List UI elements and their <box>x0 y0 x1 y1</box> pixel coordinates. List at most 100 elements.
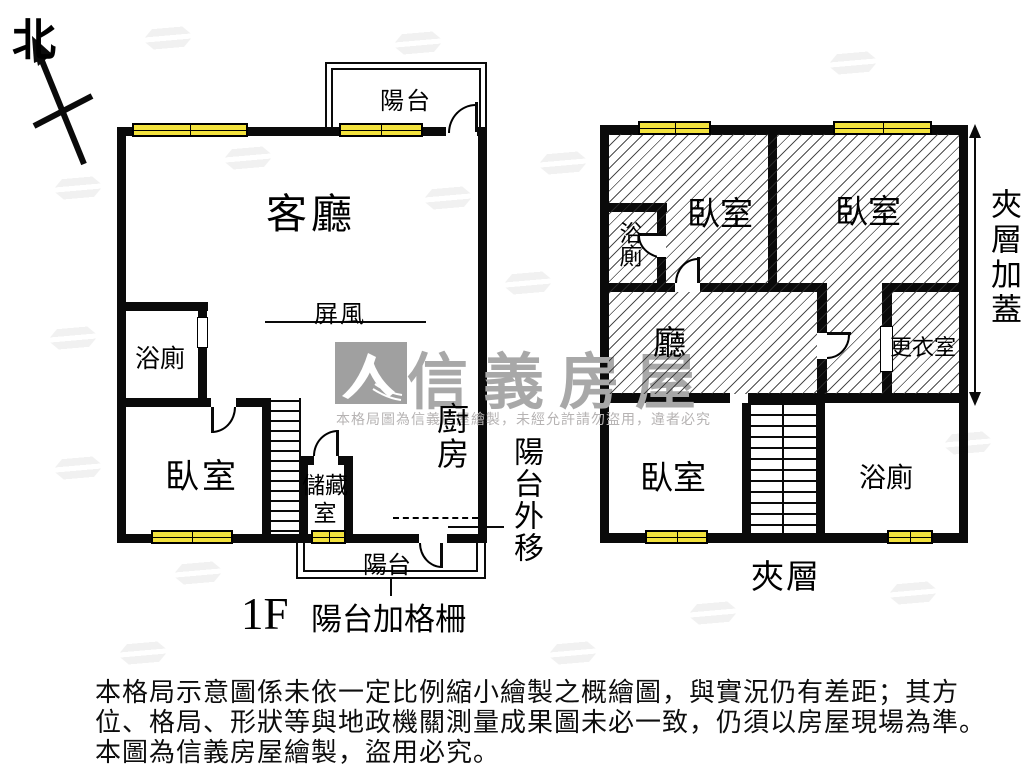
wall-segment <box>959 125 968 543</box>
room-label-bathroom-bottom: 浴廁 <box>859 463 913 493</box>
room-label-bathroom: 浴廁 <box>135 346 186 373</box>
balcony-moved-dashed-line <box>393 517 478 519</box>
door-leaf <box>440 543 443 568</box>
ghost-watermark <box>52 442 104 494</box>
disclaimer-line: 本格局示意圖係未依一定比例縮小繪製之概繪圖，與實況仍有差距；其方 <box>95 678 960 707</box>
door-leaf <box>475 102 478 132</box>
ghost-watermark <box>887 567 939 619</box>
wall-segment <box>447 534 487 543</box>
dimension-arrow <box>969 124 981 406</box>
pointer-line <box>448 526 504 528</box>
wall-segment <box>344 456 353 543</box>
balcony-outline <box>303 570 478 572</box>
wall-segment <box>117 127 126 543</box>
wall-segment <box>600 125 968 135</box>
leader-line <box>390 577 392 596</box>
balcony-outline <box>331 68 333 127</box>
wall-segment <box>299 456 308 543</box>
door-arc <box>448 104 476 133</box>
stair-edge-line <box>299 398 301 458</box>
ghost-watermark <box>547 627 599 679</box>
room-label-balcony-bottom: 陽台 <box>363 553 411 579</box>
room-label-bathroom-top: 浴廁 <box>616 221 641 267</box>
door-opening <box>197 317 208 348</box>
door-leaf <box>697 257 700 283</box>
balcony-outline <box>484 542 486 579</box>
balcony-outline <box>303 542 305 572</box>
room-label-dressing: 更衣室 <box>890 335 957 360</box>
door-gap <box>657 235 666 257</box>
wall-segment <box>117 398 211 407</box>
ghost-watermark <box>422 172 474 224</box>
floor-label-1f: 1F <box>241 589 289 639</box>
ghost-watermark <box>142 12 194 64</box>
ghost-watermark <box>827 37 879 89</box>
window <box>645 530 708 544</box>
staircase <box>751 403 816 534</box>
floor-label-mezzanine: 夾層 <box>751 560 821 596</box>
ghost-watermark <box>942 417 994 469</box>
disclaimer-line: 位、格局、形狀等與地政機關測量成果圖未必一致，仍須以房屋現場為準。 <box>95 708 987 737</box>
door-leaf <box>211 407 214 433</box>
room-label-kitchen: 廚房 <box>433 402 469 472</box>
north-label: 北 <box>12 16 56 65</box>
balcony-outline <box>485 62 487 127</box>
door-leaf <box>827 332 851 335</box>
door-arc <box>419 543 442 568</box>
room-label-balcony-top: 陽台 <box>380 89 432 115</box>
screen-line <box>265 321 426 323</box>
room-label-bedroom-right: 臥室 <box>835 195 901 231</box>
sinyi-logo-icon <box>335 342 407 404</box>
balcony-outline <box>325 62 487 64</box>
door-gap <box>675 283 700 292</box>
ghost-watermark <box>392 17 444 69</box>
door-arc <box>313 430 338 456</box>
window <box>339 123 423 137</box>
wall-segment <box>478 127 487 543</box>
room-label-storage: 儲藏室 <box>302 473 348 526</box>
wall-segment <box>600 393 730 403</box>
window <box>311 530 346 544</box>
balcony-outline <box>296 542 298 579</box>
wall-segment <box>600 533 968 543</box>
ghost-watermark <box>687 587 739 639</box>
ghost-watermark <box>172 547 224 599</box>
mezzanine-addition-hatch <box>609 134 959 394</box>
note-balcony-moved: 陽台外移 <box>509 436 542 564</box>
window <box>638 121 711 135</box>
watermark-notice: 本格局圖為信義房屋繪製，未經允許請勿盜用，違者必究 <box>336 413 711 428</box>
wall-segment <box>262 398 271 543</box>
door-gap <box>817 333 827 359</box>
note-mezzanine-cover: 夾層加蓋 <box>986 188 1021 328</box>
wall-segment <box>198 302 207 400</box>
room-label-hall: 廳 <box>653 326 686 362</box>
balcony-outline <box>476 542 478 572</box>
balcony-outline <box>479 68 481 127</box>
window <box>833 121 932 135</box>
window <box>887 530 933 544</box>
north-arrow-icon <box>32 36 94 166</box>
door-arc <box>212 407 236 433</box>
wall-segment <box>117 302 208 311</box>
door-leaf <box>638 233 666 236</box>
balcony-outline <box>296 577 486 579</box>
room-label-bedroom-left: 臥室 <box>687 197 753 233</box>
wall-segment <box>117 127 446 136</box>
note-balcony-grille: 陽台加格柵 <box>311 602 466 637</box>
door-leaf <box>336 430 339 456</box>
window <box>151 530 233 544</box>
balcony-outline <box>331 68 481 70</box>
ghost-watermark <box>47 312 99 364</box>
wall-segment <box>236 398 271 407</box>
ghost-watermark <box>537 137 589 189</box>
window <box>132 123 248 137</box>
wall-segment <box>748 393 968 403</box>
room-label-bedroom: 臥室 <box>165 459 239 496</box>
room-label-bedroom-bottom: 臥室 <box>640 461 706 497</box>
door-opening <box>880 326 893 372</box>
staircase <box>271 400 299 534</box>
ghost-watermark <box>222 132 274 184</box>
wall-segment <box>816 403 825 543</box>
balcony-outline <box>325 62 327 127</box>
